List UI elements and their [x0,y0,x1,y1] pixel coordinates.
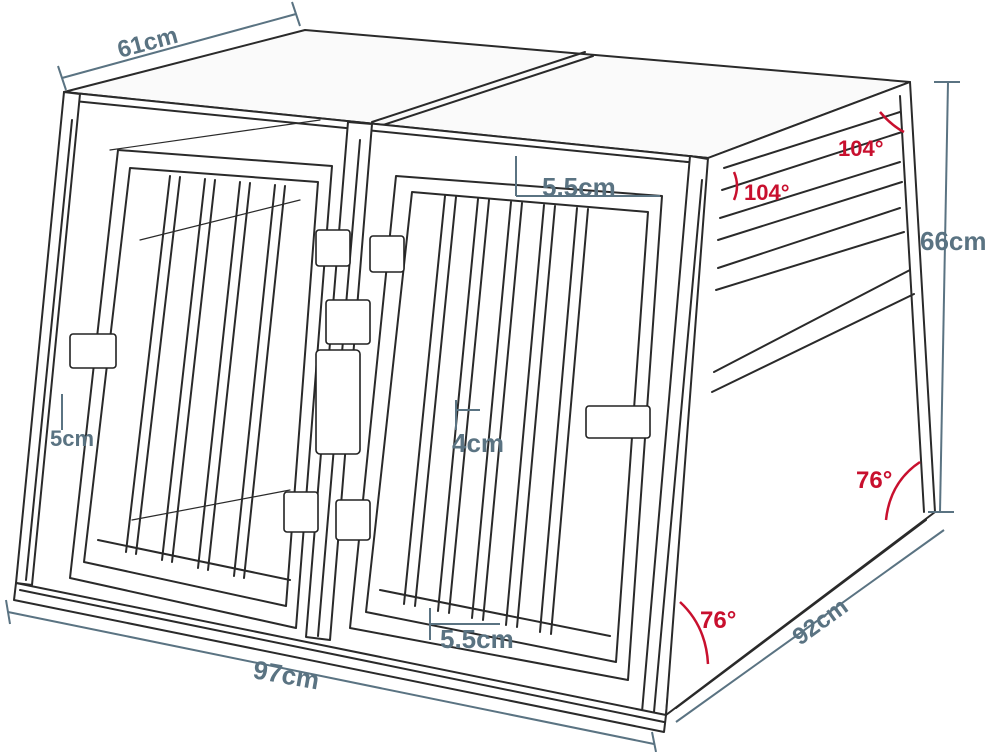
hinge-lower-left [283,491,319,533]
bar-gap-label: 4cm [452,428,504,458]
hinge-upper-right [369,235,405,273]
right-door-bars [403,195,589,635]
crate-drawing [13,29,936,733]
handle-center [315,349,361,455]
interior-lines [109,119,321,521]
lower-gap-label: 5.5cm [440,624,514,654]
angle-label-104-mid: 104° [744,180,790,205]
left-door-bars [125,175,286,579]
front-frame [13,91,715,733]
side-gap-label: 5cm [50,426,94,451]
height-label: 66cm [920,226,987,256]
hinge-lower-right [335,499,371,541]
dimension-lines [5,1,960,752]
lock-center [325,299,371,345]
side-panel [665,81,936,716]
top-width-label: 61cm [115,22,181,64]
angle-label-76-bottom: 76° [700,607,736,634]
hardware [69,229,651,541]
angle-arcs [679,111,921,665]
right-door [349,175,663,681]
left-door [69,149,333,629]
upper-gap-label: 5.5cm [542,172,616,202]
angle-label-76-side: 76° [856,467,892,494]
latch-left [69,333,117,369]
latch-right [585,405,651,439]
angle-label-104-top: 104° [838,136,884,161]
hinge-upper-left [315,229,351,267]
